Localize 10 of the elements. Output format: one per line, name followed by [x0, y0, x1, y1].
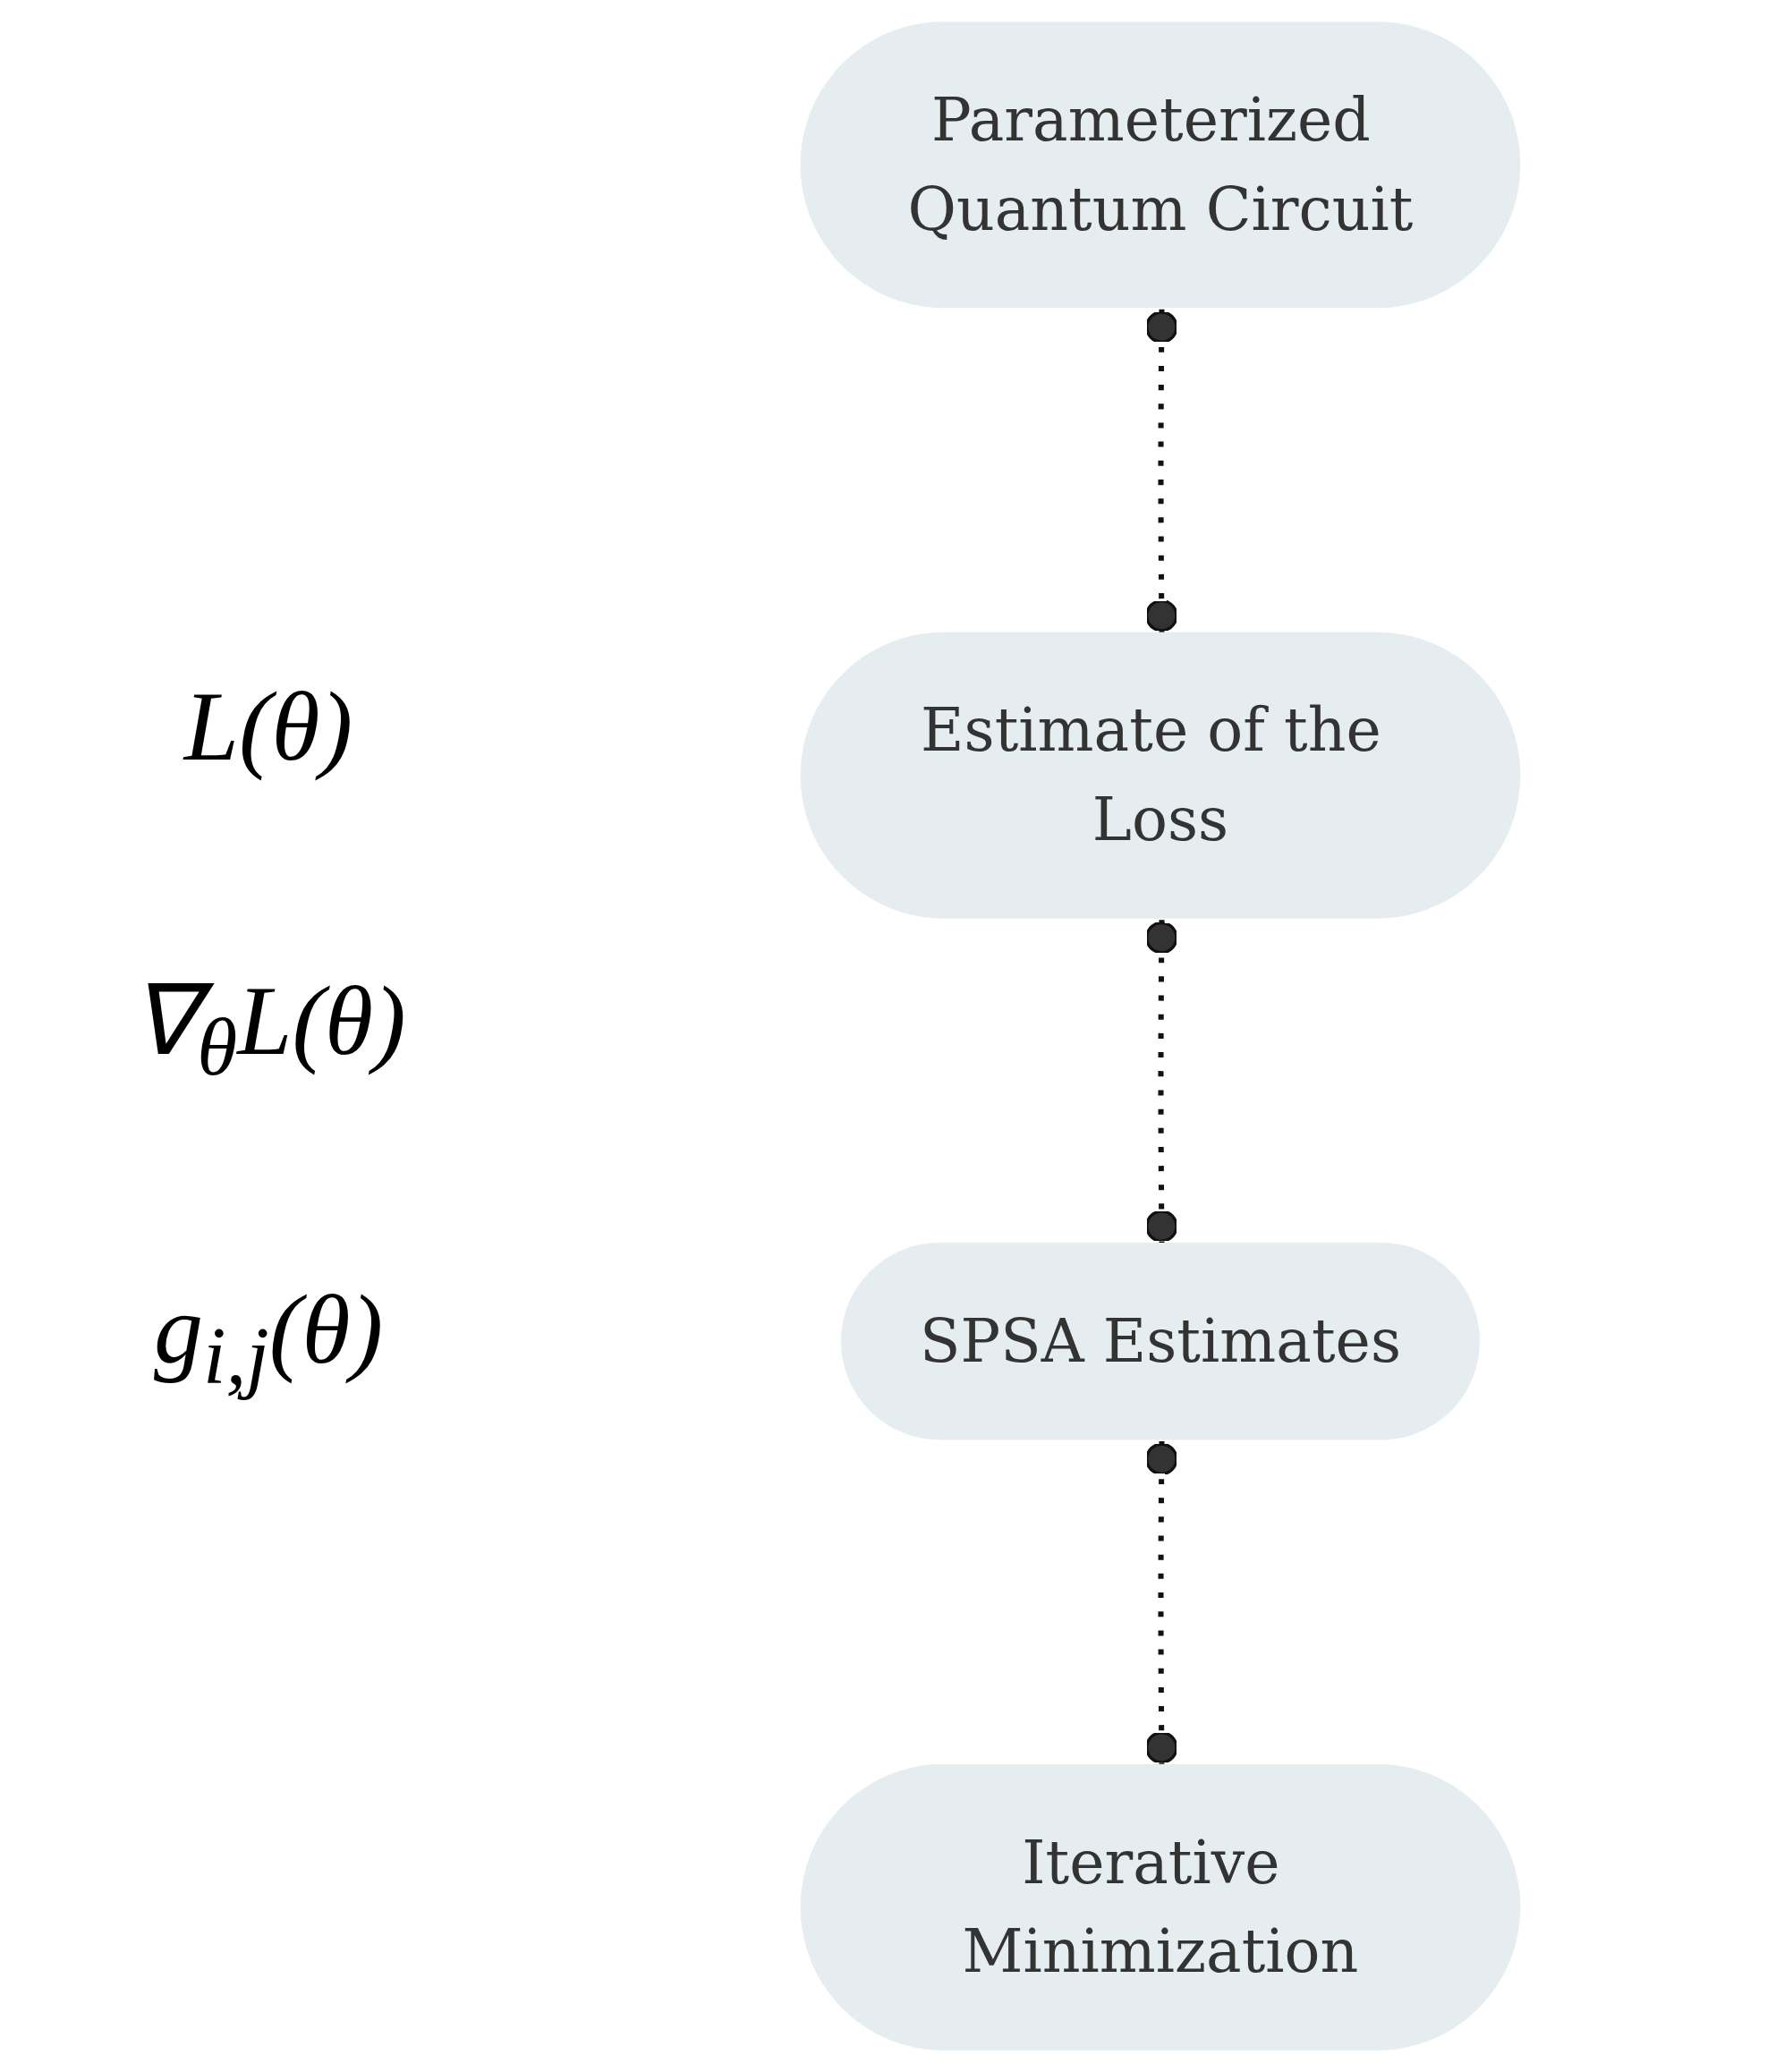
- node-box: Estimate of the Loss: [800, 632, 1521, 919]
- math-formula: g$_{i,j}$(θ): [153, 1273, 384, 1403]
- math-formula: L(θ): [183, 670, 353, 783]
- connector: [1145, 920, 1178, 1244]
- node-box: SPSA Estimates: [841, 1243, 1480, 1440]
- math-formula: ∇$_{θ}$L(θ): [131, 964, 406, 1094]
- node-box: Iterative Minimization: [800, 1763, 1521, 2051]
- connector: [1145, 309, 1178, 634]
- connector: [1145, 1440, 1178, 1766]
- node-box: Parameterized Quantum Circuit: [800, 21, 1521, 309]
